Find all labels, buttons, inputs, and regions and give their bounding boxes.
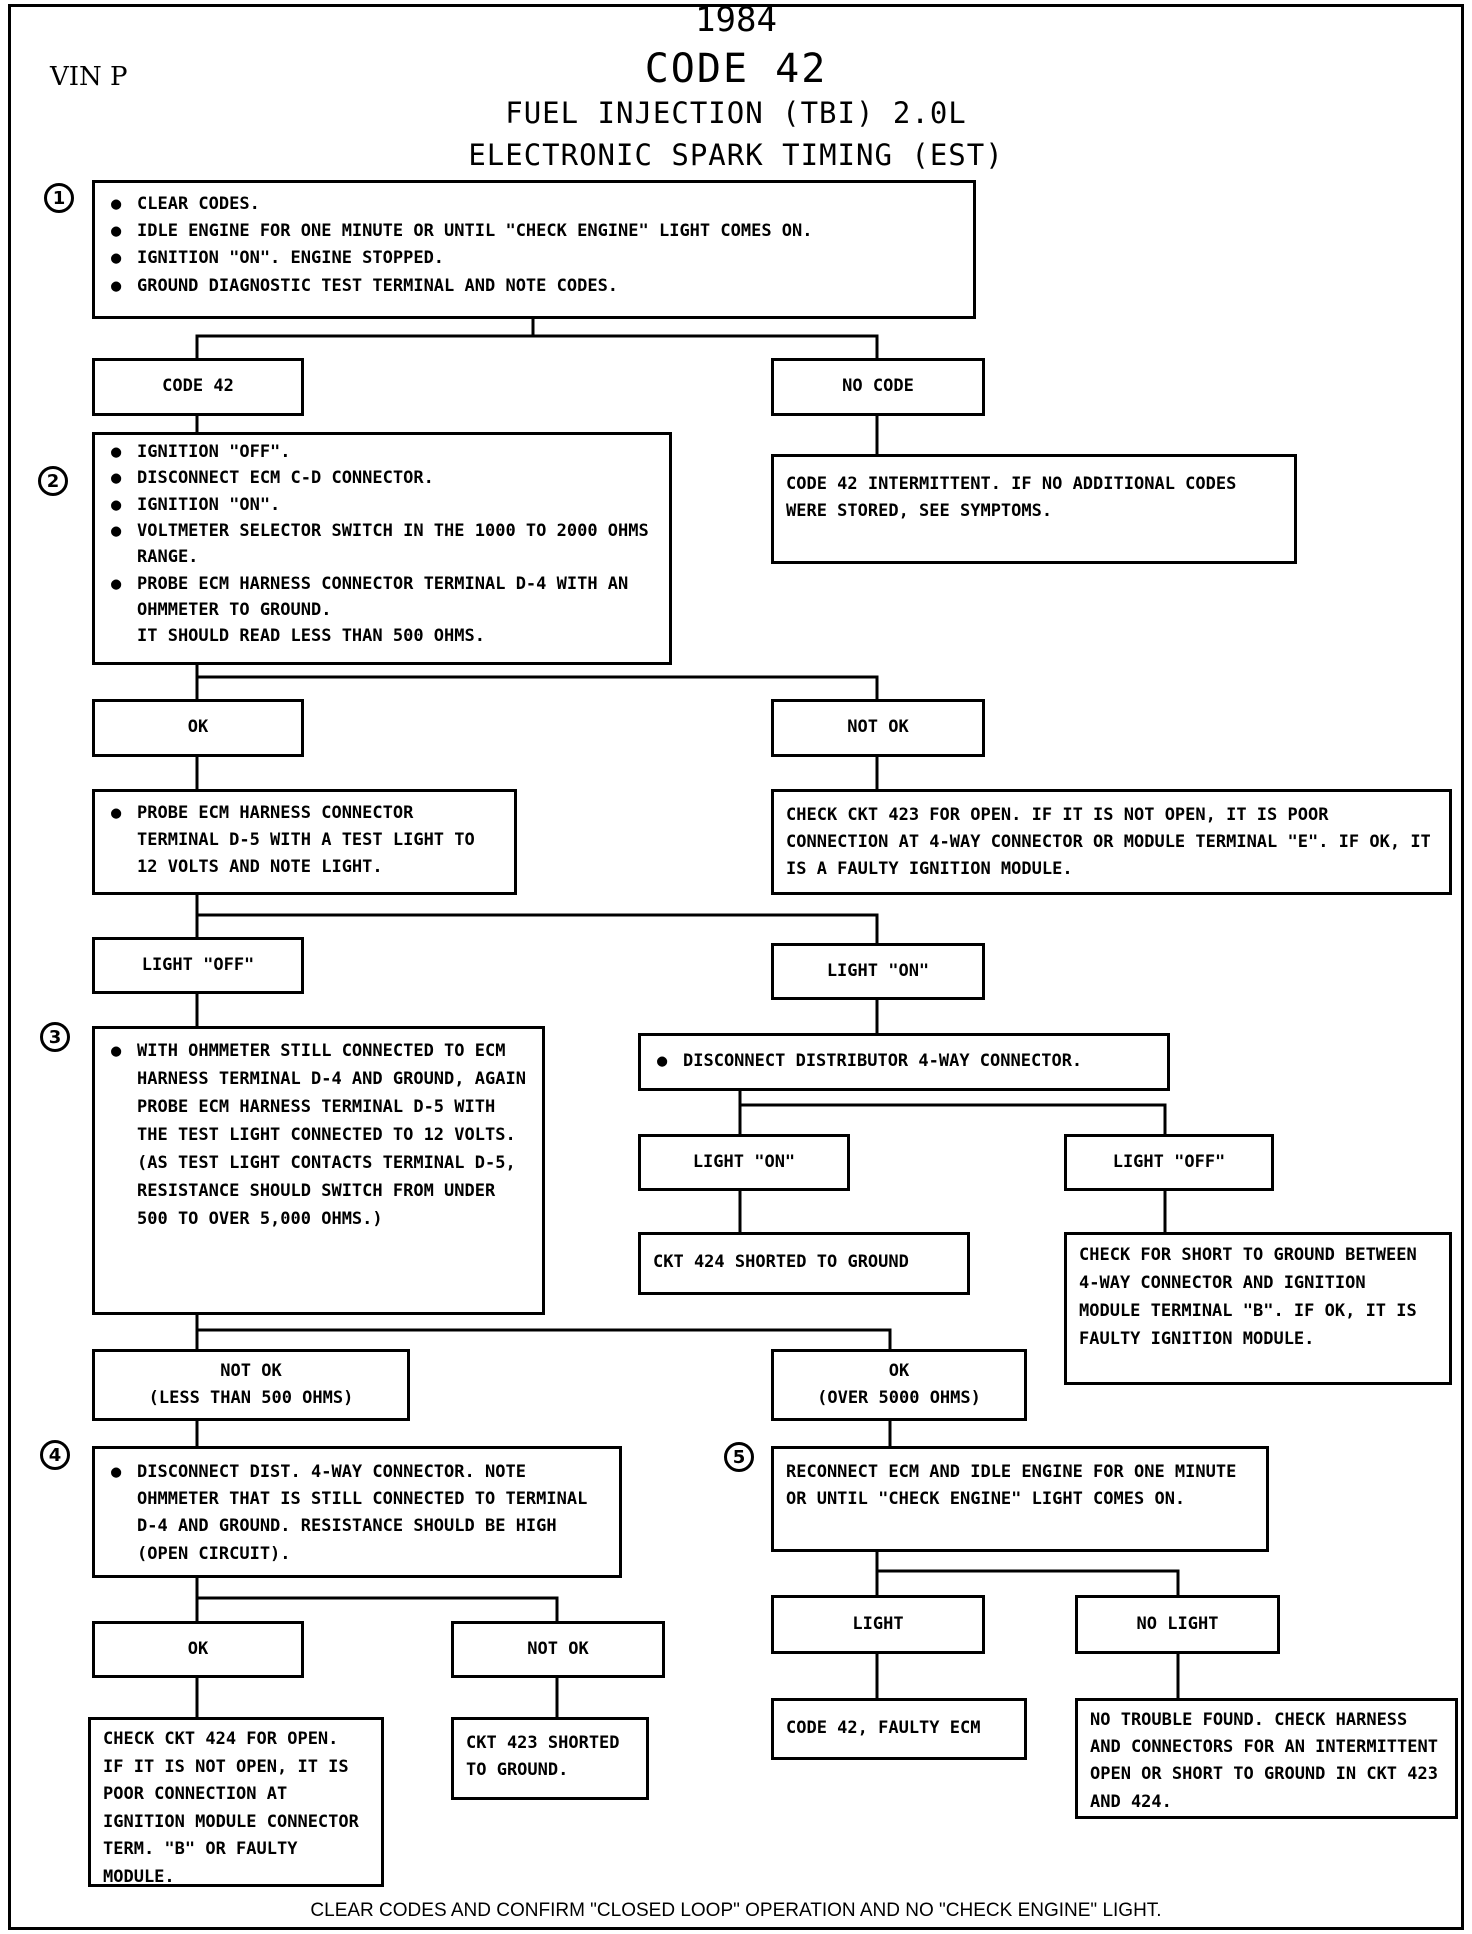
step3-box: WITH OHMMETER STILL CONNECTED TO ECM HAR… — [92, 1026, 545, 1315]
ckt423-shorted-box: CKT 423 SHORTED TO GROUND. — [451, 1717, 649, 1800]
step-marker-5: 5 — [724, 1442, 754, 1472]
check-ckt423-box: CHECK CKT 423 FOR OPEN. IF IT IS NOT OPE… — [771, 789, 1452, 895]
diagram-frame — [8, 4, 1464, 1930]
result-light-on: LIGHT "ON" — [771, 943, 985, 1000]
step5-box: RECONNECT ECM AND IDLE ENGINE FOR ONE MI… — [771, 1446, 1269, 1552]
connector-line — [738, 1090, 1167, 1135]
result-code-42: CODE 42 — [92, 358, 304, 416]
step-marker-1: 1 — [44, 183, 74, 213]
step3-item: WITH OHMMETER STILL CONNECTED TO ECM HAR… — [107, 1037, 530, 1233]
no-trouble-found-box: NO TROUBLE FOUND. CHECK HARNESS AND CONN… — [1075, 1698, 1458, 1819]
code42-intermittent-box: CODE 42 INTERMITTENT. IF NO ADDITIONAL C… — [771, 454, 1297, 564]
step2-item: VOLTMETER SELECTOR SWITCH IN THE 1000 TO… — [107, 518, 657, 571]
connector-line — [195, 317, 535, 360]
step2-item: DISCONNECT ECM C-D CONNECTOR. — [107, 465, 657, 492]
diagram-subtitle-est: ELECTRONIC SPARK TIMING (EST) — [468, 138, 1004, 172]
step5-text: RECONNECT ECM AND IDLE ENGINE FOR ONE MI… — [786, 1462, 1237, 1510]
check-short-text: CHECK FOR SHORT TO GROUND BETWEEN 4-WAY … — [1079, 1245, 1417, 1350]
connector-line — [195, 663, 879, 700]
result-no-light: NO LIGHT — [1075, 1595, 1280, 1654]
result-not-ok-2: NOT OK — [451, 1621, 665, 1678]
result-ok: OK — [92, 699, 304, 757]
step2-item: IGNITION "OFF". — [107, 439, 657, 466]
check-ckt424-box: CHECK CKT 424 FOR OPEN. IF IT IS NOT OPE… — [88, 1717, 384, 1887]
step-marker-4: 4 — [40, 1440, 70, 1470]
check-ckt424-text: CHECK CKT 424 FOR OPEN. IF IT IS NOT OPE… — [103, 1729, 359, 1887]
result-light-off: LIGHT "OFF" — [92, 937, 304, 994]
result-light-on-2: LIGHT "ON" — [638, 1134, 850, 1191]
disconnect-distributor-box: DISCONNECT DISTRIBUTOR 4-WAY CONNECTOR. — [638, 1033, 1170, 1091]
step1-item: IDLE ENGINE FOR ONE MINUTE OR UNTIL "CHE… — [107, 218, 961, 245]
vin-label: VIN P — [50, 62, 128, 92]
diagram-title: CODE 42 — [644, 46, 828, 92]
result-not-ok: NOT OK — [771, 699, 985, 757]
no-trouble-found-text: NO TROUBLE FOUND. CHECK HARNESS AND CONN… — [1090, 1710, 1438, 1812]
ckt424-shorted-box: CKT 424 SHORTED TO GROUND — [638, 1232, 970, 1295]
check-ckt423-text: CHECK CKT 423 FOR OPEN. IF IT IS NOT OPE… — [786, 805, 1431, 880]
step4-box: DISCONNECT DIST. 4-WAY CONNECTOR. NOTE O… — [92, 1446, 622, 1578]
step2-item: PROBE ECM HARNESS CONNECTOR TERMINAL D-4… — [107, 571, 657, 650]
probe-d5-box: PROBE ECM HARNESS CONNECTOR TERMINAL D-5… — [92, 789, 517, 895]
step2-box: IGNITION "OFF". DISCONNECT ECM C-D CONNE… — [92, 432, 672, 665]
step4-item: DISCONNECT DIST. 4-WAY CONNECTOR. NOTE O… — [107, 1459, 607, 1568]
disconnect-distributor-item: DISCONNECT DISTRIBUTOR 4-WAY CONNECTOR. — [653, 1048, 1155, 1075]
result-not-ok-less-500: NOT OK (LESS THAN 500 OHMS) — [92, 1349, 410, 1421]
result-ok-2: OK — [92, 1621, 304, 1678]
intermittent-text: CODE 42 INTERMITTENT. IF NO ADDITIONAL C… — [786, 474, 1237, 522]
connector-line — [195, 1313, 892, 1350]
step2-item: IGNITION "ON". — [107, 492, 657, 519]
result-light: LIGHT — [771, 1595, 985, 1654]
diagram-subtitle-system: FUEL INJECTION (TBI) 2.0L — [505, 96, 967, 130]
step-marker-2: 2 — [38, 466, 68, 496]
check-short-box: CHECK FOR SHORT TO GROUND BETWEEN 4-WAY … — [1064, 1232, 1452, 1385]
result-light-off-2: LIGHT "OFF" — [1064, 1134, 1274, 1191]
step1-box: CLEAR CODES. IDLE ENGINE FOR ONE MINUTE … — [92, 180, 976, 319]
ckt424-shorted-text: CKT 424 SHORTED TO GROUND — [653, 1252, 909, 1272]
faulty-ecm-text: CODE 42, FAULTY ECM — [786, 1718, 981, 1738]
step-marker-3: 3 — [40, 1022, 70, 1052]
step1-item: CLEAR CODES. — [107, 191, 961, 218]
connector-line — [195, 1576, 559, 1622]
ckt423-shorted-text: CKT 423 SHORTED TO GROUND. — [466, 1733, 620, 1781]
result-ok-over-5000: OK (OVER 5000 OHMS) — [771, 1349, 1027, 1421]
probe-d5-item: PROBE ECM HARNESS CONNECTOR TERMINAL D-5… — [107, 800, 502, 882]
footer-instruction: CLEAR CODES AND CONFIRM "CLOSED LOOP" OP… — [310, 1900, 1162, 1921]
faulty-ecm-box: CODE 42, FAULTY ECM — [771, 1698, 1027, 1760]
connector-line — [195, 895, 879, 944]
step1-item: GROUND DIAGNOSTIC TEST TERMINAL AND NOTE… — [107, 273, 961, 300]
result-no-code: NO CODE — [771, 358, 985, 416]
diagram-year: 1984 — [695, 0, 777, 40]
step1-item: IGNITION "ON". ENGINE STOPPED. — [107, 245, 961, 272]
connector-line — [533, 334, 879, 360]
connector-line — [875, 1550, 1180, 1596]
